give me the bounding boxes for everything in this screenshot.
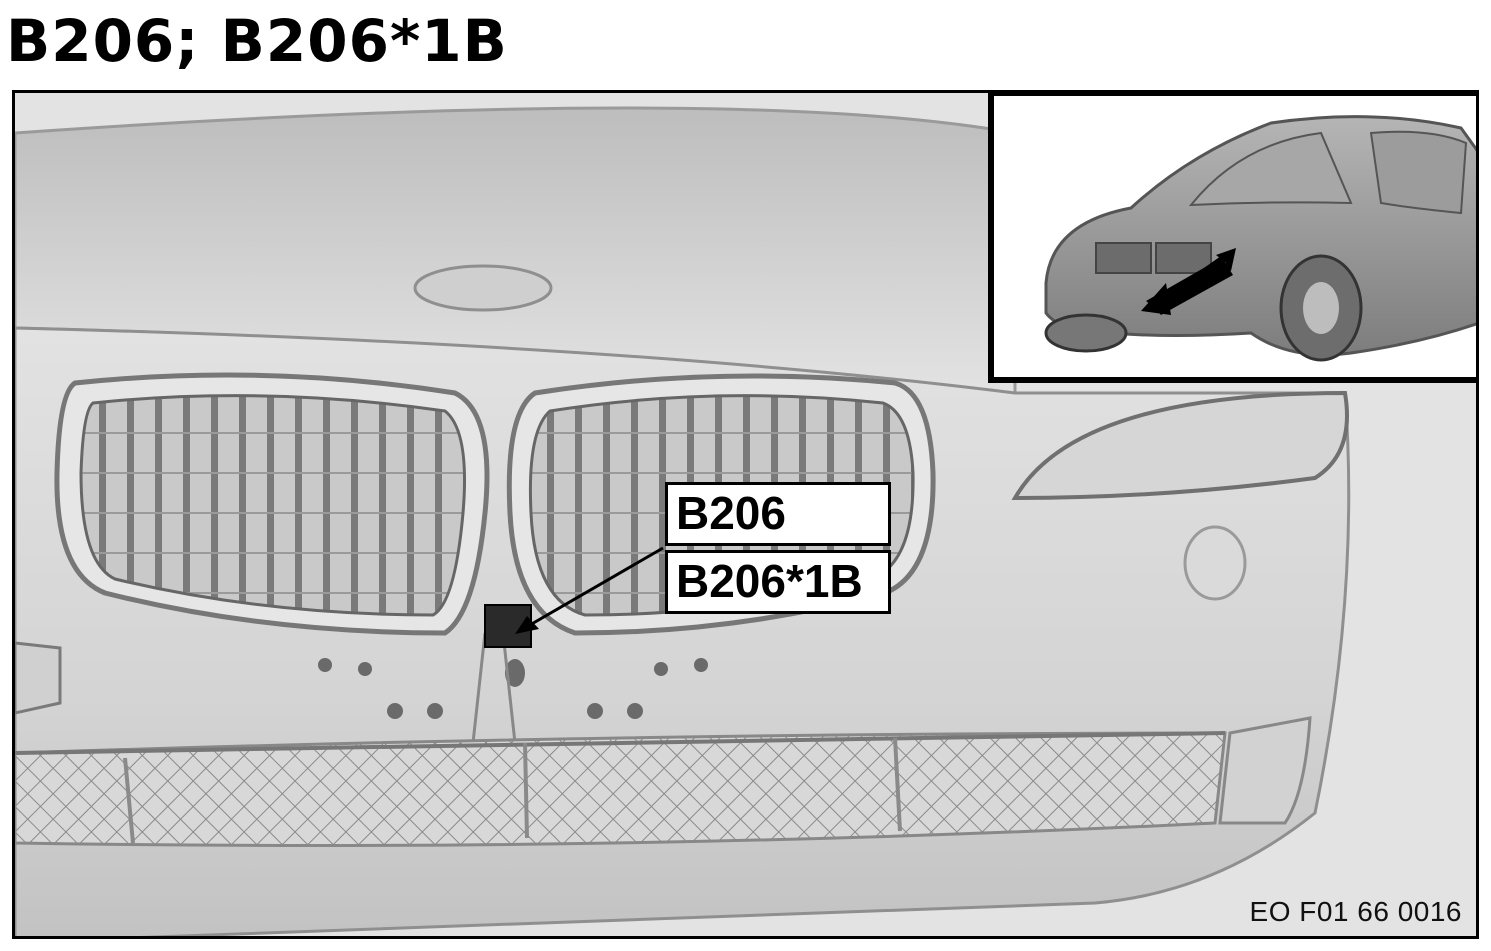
left-kidney-grille [79, 394, 466, 617]
location-inset [988, 93, 1476, 383]
washer-cap [1183, 525, 1247, 601]
left-bracket [15, 641, 62, 715]
illustration-frame: B206 B206*1B EO F01 66 0016 [12, 90, 1479, 939]
page-title: B206; B206*1B [6, 7, 508, 75]
callout-b206: B206 [665, 482, 891, 546]
emblem [413, 264, 553, 312]
mounting-bolts [318, 658, 708, 719]
right-vent [1218, 716, 1312, 825]
inset-car-body [1044, 115, 1476, 357]
reference-code: EO F01 66 0016 [1249, 896, 1462, 927]
car-front-illustration [15, 93, 1476, 936]
leader-arrowhead [515, 616, 539, 634]
callout-b206-1b: B206*1B [665, 550, 891, 614]
lower-grille [15, 731, 1227, 847]
leader-line [522, 546, 664, 631]
headlight [1011, 390, 1349, 501]
